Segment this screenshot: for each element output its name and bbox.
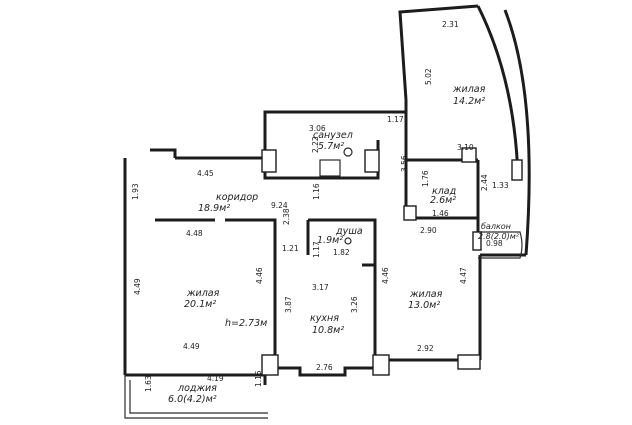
dim-label: 4.46	[381, 267, 390, 284]
dim-label: 1.17	[312, 241, 321, 258]
fixtures	[319, 147, 353, 245]
dim-label: 1.21	[282, 244, 299, 253]
dim-label: 1.15	[254, 370, 263, 387]
dim-label: 3.87	[284, 296, 293, 313]
sink-icon	[343, 147, 353, 157]
room-toilet-area: 1.9м²	[317, 235, 343, 246]
dim-label: 1.16	[312, 183, 321, 200]
dim-label: 4.49	[133, 278, 142, 295]
dimensions: 2.31 5.02 3.06 1.17 2.22 3.10 3.56 1.76 …	[131, 20, 509, 392]
dim-label: 4.47	[459, 267, 468, 284]
room-balcony-area: 2.8(2.0)м²	[478, 232, 520, 241]
dim-label: 3.06	[309, 124, 326, 133]
room-labels: жилая 14.2м² санузел 5.7м² коридор 18.9м…	[168, 84, 520, 405]
dim-label: 2.90	[420, 226, 437, 235]
room-living-2-area: 20.1м²	[184, 299, 216, 310]
room-storage-area: 2.6м²	[430, 195, 456, 206]
room-kitchen-area: 10.8м²	[312, 325, 344, 336]
dim-label: 3.26	[350, 296, 359, 313]
ceiling-height: h=2.73м	[225, 318, 267, 329]
room-kitchen-name: кухня	[310, 313, 339, 324]
dim-label: 0.98	[486, 239, 503, 248]
dim-label: 2.76	[316, 363, 333, 372]
room-living-2-name: жилая	[186, 288, 220, 299]
room-loggia-name: лоджия	[177, 383, 217, 394]
room-corridor-area: 18.9м²	[198, 203, 230, 214]
dim-label: 1.46	[432, 209, 449, 218]
dim-label: 1.82	[333, 248, 350, 257]
room-bathroom-name: санузел	[313, 130, 353, 141]
dim-label: 4.45	[197, 169, 214, 178]
room-corridor-name: коридор	[216, 192, 258, 203]
dim-label: 2.22	[311, 136, 320, 153]
dim-label: 3.10	[457, 143, 474, 152]
dim-label: 1.33	[492, 181, 509, 190]
room-bathroom-area: 5.7м²	[318, 141, 344, 152]
dim-label: 1.17	[387, 115, 404, 124]
room-toilet-label: душа	[335, 226, 363, 237]
dim-label: 3.17	[312, 283, 329, 292]
shower-icon	[344, 237, 352, 245]
dim-label: 4.19	[207, 374, 224, 383]
dim-label: 5.02	[424, 68, 433, 85]
room-balcony-name: балкон	[481, 222, 511, 231]
room-storage-name: клад	[432, 186, 457, 197]
room-loggia-area: 6.0(4.2)м²	[168, 394, 217, 405]
dim-label: 9.24	[271, 201, 288, 210]
dim-label: 1.63	[144, 375, 153, 392]
exterior-walls	[123, 4, 531, 419]
interior-walls	[155, 112, 523, 376]
room-living-1-name: жилая	[452, 84, 486, 95]
dim-label: 3.56	[400, 155, 409, 172]
dim-label: 1.93	[131, 183, 140, 200]
dim-label: 4.49	[183, 342, 200, 351]
dim-label: 2.31	[442, 20, 459, 29]
dim-label: 4.46	[255, 267, 264, 284]
room-living-1-area: 14.2м²	[453, 96, 485, 107]
dim-label: 1.76	[421, 170, 430, 187]
dim-label: 2.44	[480, 174, 489, 191]
dim-label: 2.38	[282, 208, 291, 225]
dim-label: 4.48	[186, 229, 203, 238]
dim-label: 2.92	[417, 344, 434, 353]
room-living-3-name: жилая	[409, 289, 443, 300]
room-living-3-area: 13.0м²	[408, 300, 440, 311]
